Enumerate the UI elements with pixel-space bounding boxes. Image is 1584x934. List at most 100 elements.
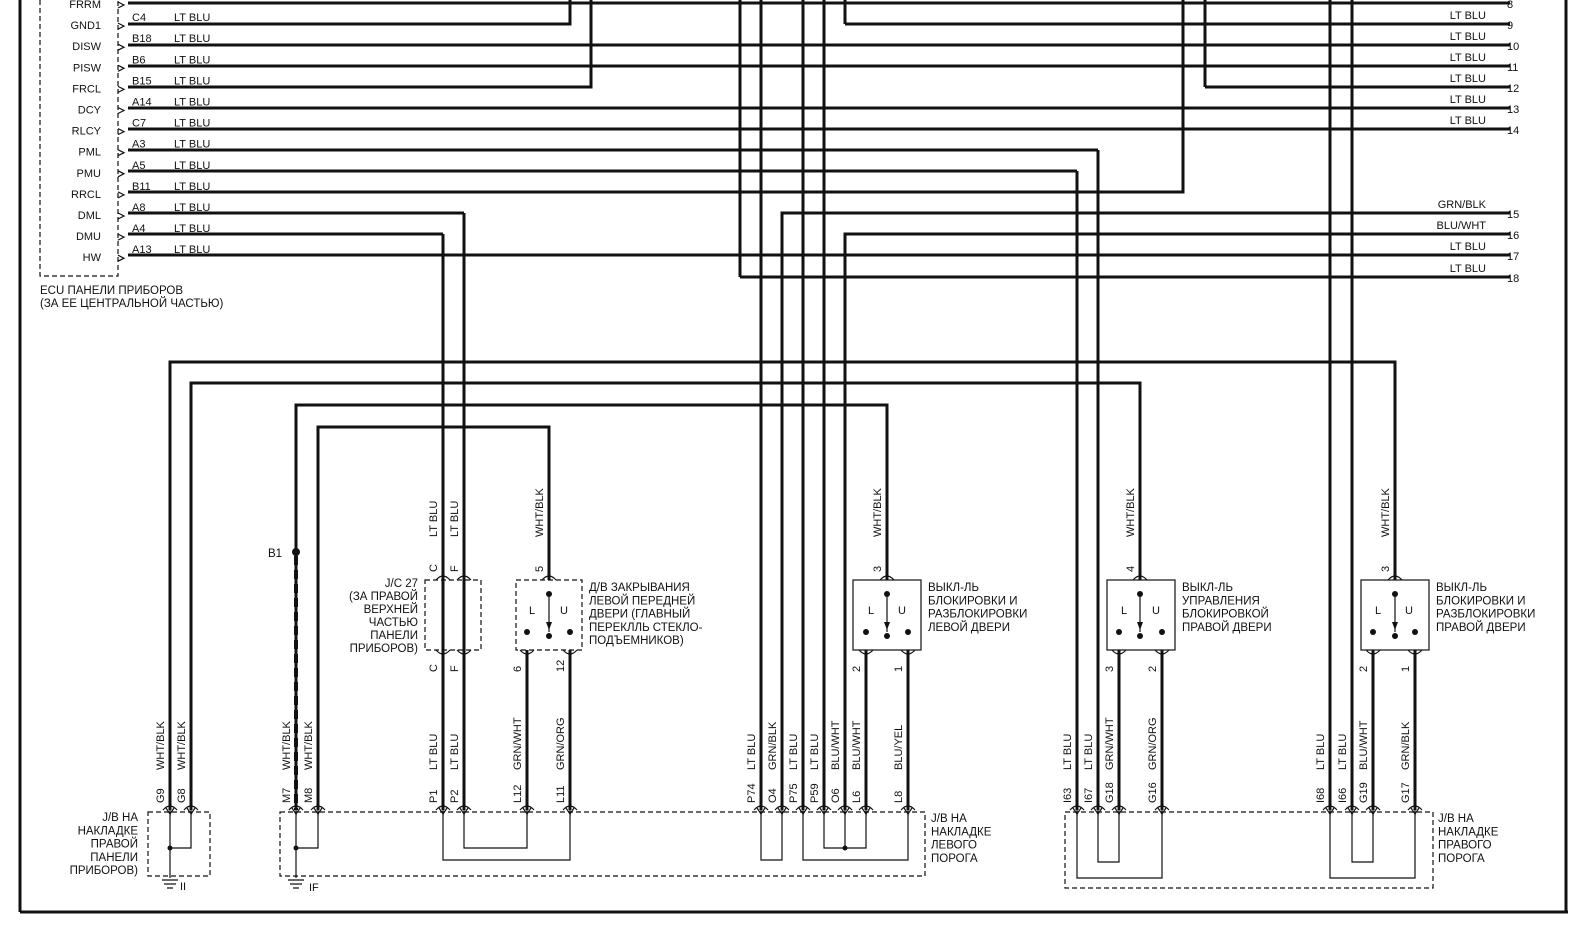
- jb-wire: GRN/ORG: [555, 717, 567, 770]
- ecu-wire-color: LT BLU: [174, 160, 210, 172]
- right-wire-color: LT BLU: [1450, 10, 1486, 22]
- switch-bottom-pin: 2: [851, 666, 863, 672]
- ecu-pin-id: B11: [132, 181, 151, 193]
- ecu-wire-color: LT BLU: [174, 12, 210, 24]
- jb-label: ПОРОГА: [1438, 853, 1485, 865]
- ecu-pin-arrow: [117, 254, 126, 262]
- ecu-pin-name: PISW: [73, 62, 102, 74]
- jb-wire: GRN/BLK: [1400, 721, 1412, 770]
- jb-pin: G17: [1400, 782, 1412, 803]
- ecu-pin-arrow: [117, 106, 126, 115]
- jb-pin: I68: [1315, 788, 1327, 803]
- switch-u-label: U: [1152, 605, 1160, 617]
- ecu-pin-arrow: [117, 22, 126, 30]
- jb-wire: WHT/BLK: [281, 720, 293, 770]
- right-wire-color: LT BLU: [1450, 241, 1486, 253]
- jc27-wire-top-1: LT BLU: [428, 501, 440, 537]
- switch-label: БЛОКИРОВКИ И: [928, 595, 1017, 607]
- ecu-pin-arrow: [117, 85, 126, 93]
- right-wire-color: LT BLU: [1450, 31, 1486, 43]
- jb-wire: LT BLU: [449, 734, 461, 770]
- jb-label: НАКЛАДКЕ: [78, 825, 139, 837]
- jb-pin: M7: [281, 788, 293, 803]
- ecu-wire-color: LT BLU: [174, 244, 210, 256]
- jb-pin: O4: [767, 788, 779, 803]
- switch-u-label: U: [560, 605, 568, 617]
- switch-l-label: L: [1375, 605, 1381, 617]
- ecu-label-1: ECU ПАНЕЛИ ПРИБОРОВ: [40, 285, 183, 297]
- jb-pin: L6: [851, 791, 863, 803]
- right-wire-number: 18: [1507, 273, 1519, 285]
- ecu-pin-id: B15: [132, 75, 152, 87]
- ecu-wire-color: LT BLU: [174, 139, 210, 151]
- svg-text:(ЗА ПРАВОЙ: (ЗА ПРАВОЙ: [349, 590, 418, 603]
- jb-pin: P75: [788, 783, 800, 803]
- jb-wire: WHT/BLK: [176, 720, 188, 770]
- ecu-wire-color: LT BLU: [174, 202, 210, 214]
- ecu-pin-arrow: [117, 1, 126, 9]
- jb-label: НАКЛАДКЕ: [1438, 826, 1499, 838]
- ecu-pin-id: A14: [132, 97, 152, 109]
- ecu-label-2: (ЗА ЕЕ ЦЕНТРАЛЬНОЙ ЧАСТЬЮ): [40, 297, 224, 310]
- jb-wire: BLU/YEL: [893, 725, 905, 770]
- ecu-pin-arrow: [117, 191, 126, 199]
- right-wire-number: 15: [1507, 209, 1519, 221]
- right-wire-color: GRN/BLK: [1438, 199, 1487, 211]
- ecu-pin-id: A5: [132, 160, 145, 172]
- switch-label: БЛОКИРОВКИ И: [1436, 595, 1525, 607]
- jb-pin: I63: [1062, 788, 1074, 803]
- ecu-pin-name: HW: [83, 252, 102, 264]
- switch-top-pin: 3: [1380, 566, 1392, 572]
- svg-text:J/C 27: J/C 27: [385, 578, 418, 590]
- svg-text:ВЕРХНЕЙ: ВЕРХНЕЙ: [364, 603, 418, 616]
- switch-label: ПРАВОЙ ДВЕРИ: [1182, 621, 1272, 634]
- jb-label: ЛЕВОГО: [931, 840, 977, 852]
- jb-label: ПРАВОЙ: [91, 838, 138, 851]
- right-wire-number: 10: [1507, 41, 1519, 53]
- switch-label: РАЗБЛОКИРОВКИ: [928, 609, 1027, 621]
- ecu-pin-name: RLCY: [72, 126, 102, 138]
- jb-pin: P2: [449, 790, 461, 803]
- switch-bottom-pin: 1: [1400, 666, 1412, 672]
- jb-pin: L8: [893, 791, 905, 803]
- ecu-wire-color: LT BLU: [174, 75, 210, 87]
- switch-label: ПРАВОЙ ДВЕРИ: [1436, 621, 1526, 634]
- ecu-wire-color: LT BLU: [174, 223, 210, 235]
- ecu-pin-arrow: [117, 64, 126, 72]
- right-wire-color: BLU/WHT: [1437, 220, 1487, 232]
- jb-wire: BLU/WHT: [830, 720, 842, 770]
- jb-wire: LT BLU: [1315, 734, 1327, 770]
- right-wire-number: 13: [1507, 104, 1519, 116]
- ecu-pin-name: DMU: [76, 231, 101, 243]
- right-wire-color: LT BLU: [1450, 52, 1486, 64]
- switch-l-label: L: [1121, 605, 1127, 617]
- switch-bottom-pin: 6: [512, 666, 524, 672]
- jb-pin: M8: [303, 788, 315, 803]
- ecu-wire-color: LT BLU: [174, 54, 210, 66]
- jb-pin: G8: [176, 788, 188, 803]
- jb-pin: G9: [155, 788, 167, 803]
- right-wire-color: LT BLU: [1450, 73, 1486, 85]
- jb-wire: WHT/BLK: [303, 720, 315, 770]
- switch-label: ДВЕРИ (ГЛАВНЫЙ: [589, 608, 690, 621]
- switch-top-pin: 5: [534, 566, 546, 572]
- jc27-wire-top-2: LT BLU: [449, 501, 461, 537]
- jc27-bottom-pin-c: C: [428, 664, 440, 672]
- ecu-pin-name: PML: [78, 147, 101, 159]
- jb-label: J/B НА: [102, 812, 138, 824]
- svg-text:ЧАСТЬЮ: ЧАСТЬЮ: [369, 617, 419, 629]
- jb-label: J/B НА: [931, 813, 967, 825]
- ecu-pin-id: A3: [132, 139, 145, 151]
- ground-label: IF: [309, 882, 319, 894]
- ecu-pin-name: DML: [78, 210, 101, 222]
- right-wire-number: 14: [1507, 125, 1519, 137]
- ecu-pin-id: C4: [132, 12, 146, 24]
- right-wire-color: LT BLU: [1450, 263, 1486, 275]
- jb-wire: GRN/BLK: [767, 721, 779, 770]
- ecu-pin-id: B18: [132, 33, 152, 45]
